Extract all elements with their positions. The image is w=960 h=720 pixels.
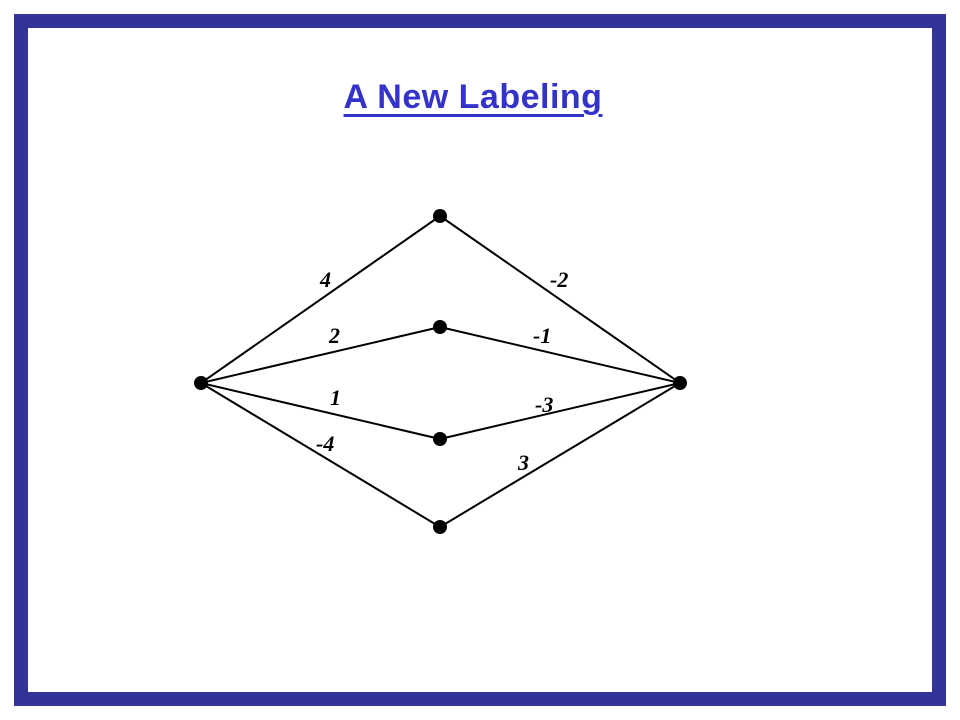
edge-label-top-right: -2 xyxy=(550,267,568,292)
edge-bottom-right xyxy=(439,382,681,528)
vertex-top xyxy=(433,209,447,223)
edge-left-bottom xyxy=(200,382,441,528)
slide-frame xyxy=(14,14,946,706)
edge-label-upper-middle-right: -1 xyxy=(533,323,551,348)
edge-label-left-bottom: -4 xyxy=(316,431,334,456)
edge-label-bottom-right: 3 xyxy=(517,450,529,475)
vertex-bottom xyxy=(433,520,447,534)
edge-label-left-top: 4 xyxy=(319,267,331,292)
edge-label-left-lower-middle: 1 xyxy=(330,385,341,410)
edge-left-lower-middle xyxy=(200,382,441,440)
edge-upper-middle-right xyxy=(439,326,681,384)
edge-left-upper-middle xyxy=(200,326,441,384)
vertex-upper-middle xyxy=(433,320,447,334)
edge-label-left-upper-middle: 2 xyxy=(328,323,340,348)
edge-lower-middle-right xyxy=(439,382,681,440)
edge-label-lower-middle-right: -3 xyxy=(535,392,553,417)
vertex-right xyxy=(673,376,687,390)
vertex-left xyxy=(194,376,208,390)
vertices-group xyxy=(194,209,687,534)
edge-labels-group: 4 2 1 -4 -2 -1 -3 3 xyxy=(316,267,568,475)
vertex-lower-middle xyxy=(433,432,447,446)
edge-left-top xyxy=(200,215,441,384)
slide-title: A New Labeling xyxy=(343,78,603,116)
edge-top-right xyxy=(439,215,681,384)
edges-group xyxy=(200,215,681,528)
